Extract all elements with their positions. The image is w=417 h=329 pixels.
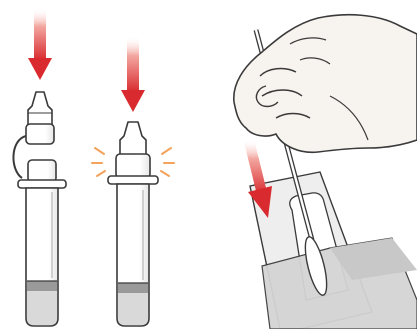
tube-with-cap-closed	[91, 36, 175, 327]
cap-tether	[12, 135, 27, 179]
tube-collar	[17, 159, 67, 189]
tube-body	[25, 187, 59, 327]
tube-body-2	[116, 183, 150, 327]
swab-into-card	[233, 13, 417, 329]
arrow-2	[121, 36, 145, 112]
hand-icon	[233, 13, 417, 154]
closed-cap	[107, 121, 159, 185]
click-sparks	[91, 147, 175, 177]
tube-with-cap-open	[12, 8, 67, 327]
arrow-3	[244, 139, 272, 218]
dropper-cap	[25, 91, 55, 145]
arrow-1	[28, 8, 52, 80]
test-card	[249, 171, 417, 329]
